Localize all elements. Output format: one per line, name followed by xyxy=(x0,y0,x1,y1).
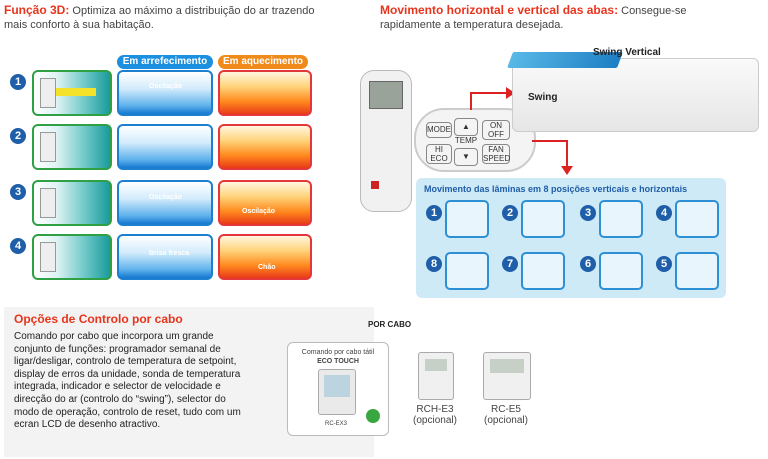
position-box-2 xyxy=(521,200,565,238)
eco-touch-model: RC-EX3 xyxy=(324,421,347,427)
description-line: integrada, indicador e selector de veloc… xyxy=(14,381,221,393)
funcao3d-text2: mais conforto à sua habitação. xyxy=(4,19,154,31)
unit-panel-2 xyxy=(32,124,112,170)
cool-panel-4: Brisa fresca xyxy=(117,234,213,280)
rc-e5-name: RC-E5 xyxy=(490,404,521,415)
funcao3d-title: Função 3D: xyxy=(4,3,70,17)
eco-badge-icon xyxy=(366,409,380,423)
position-number-4: 4 xyxy=(656,205,672,221)
temp-label: TEMP xyxy=(454,136,478,145)
swing-label: Swing xyxy=(528,92,558,103)
airflow-arrow-icon xyxy=(56,88,96,96)
controlo-title: Opções de Controlo por cabo xyxy=(14,312,183,326)
cool-panel-2 xyxy=(117,124,213,170)
lcd-icon xyxy=(425,359,447,371)
ac-unit-icon xyxy=(40,78,56,108)
touch-screen-icon xyxy=(324,375,350,397)
rch-e3-device xyxy=(418,352,454,400)
heat-panel-1 xyxy=(218,70,312,116)
red-connector xyxy=(532,140,568,142)
arrow-down-icon xyxy=(561,166,573,175)
lcd-icon xyxy=(490,359,524,373)
description-line: modo de operação, controlo de reset, tud… xyxy=(14,406,241,418)
ac-unit-icon xyxy=(40,188,56,218)
description-line: Comando por cabo que incorpora um grande xyxy=(14,331,214,342)
position-number-5: 5 xyxy=(656,256,672,272)
cool-panel-3: Oscilação xyxy=(117,180,213,226)
hi-eco-button[interactable]: HI ECO xyxy=(426,144,452,164)
red-connector xyxy=(566,140,568,168)
eco-touch-caption: Comando por cabo tátil xyxy=(301,349,375,356)
description-line: direcção do ar (controlo do “swing”), se… xyxy=(14,393,226,405)
unit-panel-3 xyxy=(32,180,112,226)
description-line: ecran LCD de desenho atractivo. xyxy=(14,419,161,431)
description-line: conjunto de funções: programador semanal… xyxy=(14,343,221,355)
row-number-2: 2 xyxy=(10,128,26,144)
position-number-8: 8 xyxy=(426,256,442,272)
mitsubishi-logo-icon xyxy=(371,181,379,189)
pill-cooling: Em arrefecimento xyxy=(117,55,213,69)
position-number-6: 6 xyxy=(580,256,596,272)
description-line: ligar/desligar, controlo de temperatura … xyxy=(14,356,237,368)
cool-panel-1: Oscilação xyxy=(117,70,213,116)
heat-label-4: Chão xyxy=(258,264,276,271)
rc-e5-device xyxy=(483,352,531,400)
rch-e3-name: RCH-E3 xyxy=(416,404,454,415)
heat-panel-4: Chão xyxy=(218,234,312,280)
controlo-description: Comando por cabo que incorpora um grande… xyxy=(14,331,282,432)
position-box-5 xyxy=(675,252,719,290)
indoor-ac-unit xyxy=(512,58,759,132)
red-connector xyxy=(470,92,472,110)
funcao3d-intro: Função 3D: Optimiza ao máximo a distribu… xyxy=(4,3,364,32)
rch-e3-optional: (opcional) xyxy=(413,415,457,426)
rc-e5-optional: (opcional) xyxy=(484,415,528,426)
position-box-7 xyxy=(521,252,565,290)
position-box-6 xyxy=(599,252,643,290)
movimento-text1: Consegue-se xyxy=(618,5,687,17)
laminas-title: Movimento das lâminas em 8 posições vert… xyxy=(424,184,688,194)
row-number-1: 1 xyxy=(10,74,26,90)
eco-touch-device xyxy=(318,369,356,415)
position-box-4 xyxy=(675,200,719,238)
cool-label-3: Oscilação xyxy=(149,194,183,201)
pill-heating: Em aquecimento xyxy=(218,55,308,69)
position-number-3: 3 xyxy=(580,205,596,221)
cool-label-4: Brisa fresca xyxy=(149,250,190,257)
fan-speed-button[interactable]: FAN SPEED xyxy=(482,144,511,164)
por-cabo-heading: POR CABO xyxy=(368,320,412,329)
position-number-7: 7 xyxy=(502,256,518,272)
heat-label-3: Oscilação xyxy=(242,208,276,215)
row-number-3: 3 xyxy=(10,184,26,200)
swing-vertical-label: Swing Vertical xyxy=(593,47,661,58)
eco-touch-card: Comando por cabo tátil ECO TOUCH RC-EX3 xyxy=(287,342,389,436)
description-line: display de erros da unidade, sonda de te… xyxy=(14,368,241,380)
red-connector xyxy=(470,92,512,94)
remote-control xyxy=(360,70,412,212)
position-number-2: 2 xyxy=(502,205,518,221)
temp-down-button[interactable]: ▼ xyxy=(454,148,478,166)
position-box-3 xyxy=(599,200,643,238)
movimento-title: Movimento horizontal e vertical das abas… xyxy=(380,3,619,17)
arrow-right-icon xyxy=(506,87,515,99)
unit-panel-1 xyxy=(32,70,112,116)
position-box-1 xyxy=(445,200,489,238)
cool-label-1: Oscilação xyxy=(149,83,183,90)
position-number-1: 1 xyxy=(426,205,442,221)
movimento-intro: Movimento horizontal e vertical das abas… xyxy=(380,3,765,32)
funcao3d-text1: Optimiza ao máximo a distribuição do ar … xyxy=(69,5,315,17)
heat-panel-3: Oscilação xyxy=(218,180,312,226)
ac-unit-icon xyxy=(40,132,56,162)
position-box-8 xyxy=(445,252,489,290)
unit-panel-4 xyxy=(32,234,112,280)
row-number-4: 4 xyxy=(10,238,26,254)
remote-lcd xyxy=(369,81,403,109)
on-off-button[interactable]: ON OFF xyxy=(482,120,510,140)
mode-button[interactable]: MODE xyxy=(426,122,452,138)
movimento-text2: rapidamente a temperatura desejada. xyxy=(380,19,564,31)
ac-unit-icon xyxy=(40,242,56,272)
eco-touch-name: ECO TOUCH xyxy=(317,358,359,365)
temp-up-button[interactable]: ▲ xyxy=(454,118,478,136)
heat-panel-2 xyxy=(218,124,312,170)
